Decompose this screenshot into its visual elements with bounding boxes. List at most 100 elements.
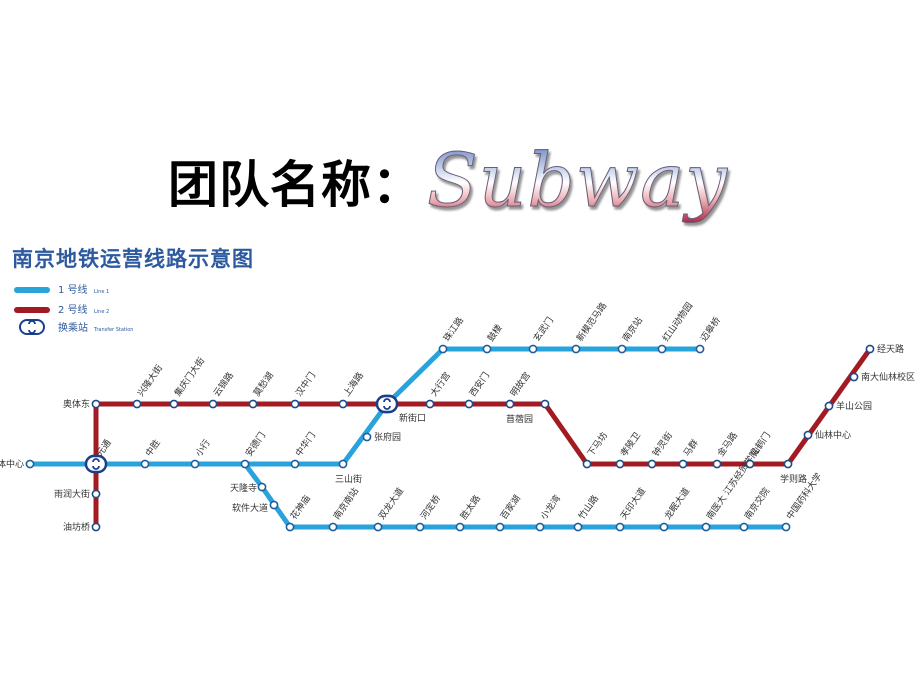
station-dot xyxy=(571,344,581,354)
station-label: 羊山公园 xyxy=(836,400,872,412)
station-label: 小行 xyxy=(193,437,213,459)
station-dot xyxy=(328,522,338,532)
station-dot xyxy=(849,372,859,382)
station-dot xyxy=(712,459,722,469)
station-dot xyxy=(25,459,35,469)
station-label: 红山动物园 xyxy=(660,300,696,344)
station-label: 龙眠大道 xyxy=(662,485,692,521)
station-label: 天印大道 xyxy=(618,485,648,521)
station-label: 新街口 xyxy=(399,412,426,424)
team-title: 团队名称： Subway xyxy=(168,136,728,226)
station-label: 苜蓿园 xyxy=(506,413,533,425)
station-label: 钟灵街 xyxy=(650,430,675,459)
station-label: 张府园 xyxy=(374,431,401,443)
legend-line2-label: 2 号线 xyxy=(58,303,88,316)
station-dot xyxy=(415,522,425,532)
station-label: 安德门 xyxy=(243,430,268,459)
station-dot xyxy=(338,459,348,469)
station-dot xyxy=(257,482,267,492)
station-dot xyxy=(615,522,625,532)
station-dot xyxy=(362,432,372,442)
station-dot xyxy=(495,522,505,532)
station-label: 双龙大道 xyxy=(376,485,406,521)
station-dot xyxy=(573,522,583,532)
station-dot xyxy=(455,522,465,532)
station-dot xyxy=(285,522,295,532)
station-label: 珠江路 xyxy=(441,315,466,344)
station-label: 三山街 xyxy=(335,473,362,485)
station-dot xyxy=(783,459,793,469)
station-dot xyxy=(91,522,101,532)
station-dot xyxy=(540,399,550,409)
station-dot xyxy=(438,344,448,354)
legend-transfer-en: Transfer Station xyxy=(93,327,133,333)
station-label: 仙鹤门 xyxy=(748,430,773,459)
station-dot xyxy=(373,522,383,532)
station-dot xyxy=(739,522,749,532)
station-dot xyxy=(482,344,492,354)
station-label: 经天路 xyxy=(877,343,904,355)
station-label: 新模范马路 xyxy=(574,300,610,344)
station-label: 软件大道 xyxy=(232,502,268,514)
station-label: 大行宫 xyxy=(428,370,453,399)
station-dot xyxy=(140,459,150,469)
station-label: 竹山路 xyxy=(576,493,601,522)
station-dot xyxy=(528,344,538,354)
station-label: 明故宫 xyxy=(508,370,533,399)
station-dot xyxy=(269,500,279,510)
station-label: 百家湖 xyxy=(498,493,523,522)
station-dot xyxy=(290,459,300,469)
station-dot xyxy=(505,399,515,409)
station-dot xyxy=(695,344,705,354)
station-dot xyxy=(615,459,625,469)
station-dot xyxy=(824,401,834,411)
station-dot xyxy=(678,459,688,469)
legend-line1-en: Line 1 xyxy=(94,289,109,295)
station-label: 集庆门大街 xyxy=(172,355,208,399)
transfer-station-icon xyxy=(375,394,399,414)
legend-transfer-icon xyxy=(19,319,45,335)
legend-line1-swatch xyxy=(14,287,50,293)
station-label: 中胜 xyxy=(143,437,163,459)
station-dot xyxy=(248,399,258,409)
transfer-station-icon xyxy=(84,454,108,474)
map-title: 南京地铁运营线路示意图 xyxy=(12,247,254,271)
station-label: 河定桥 xyxy=(418,493,443,522)
station-dot xyxy=(464,399,474,409)
station-dot xyxy=(535,522,545,532)
station-dot xyxy=(91,489,101,499)
station-label: 金马路 xyxy=(715,430,740,459)
station-dot xyxy=(745,459,755,469)
station-dot xyxy=(659,522,669,532)
station-label: 兴隆大街 xyxy=(135,362,165,398)
station-dot xyxy=(132,399,142,409)
map-legend: 1 号线 Line 1 2 号线 Line 2 换乘站 Transfer Sta… xyxy=(14,283,133,335)
station-dot xyxy=(425,399,435,409)
station-label: 上海路 xyxy=(341,370,366,399)
station-label: 下马坊 xyxy=(585,430,610,459)
station-dot xyxy=(647,459,657,469)
station-label: 南京站 xyxy=(620,315,645,344)
station-dot xyxy=(865,344,875,354)
legend-line1-label: 1 号线 xyxy=(58,283,88,296)
station-dot xyxy=(657,344,667,354)
station-label: 迈皋桥 xyxy=(698,315,723,344)
station-label: 雨润大街 xyxy=(54,488,90,500)
station-label: 汉中门 xyxy=(293,370,318,399)
station-label: 奥体东 xyxy=(63,398,90,410)
station-label: 西安门 xyxy=(467,370,492,399)
team-label: 团队名称： xyxy=(168,155,423,214)
station-label: 鼓楼 xyxy=(485,322,505,344)
station-dot xyxy=(190,459,200,469)
legend-transfer-label: 换乘站 xyxy=(58,321,88,334)
legend-line2-swatch xyxy=(14,307,50,313)
station-label: 奥体中心 xyxy=(0,458,24,470)
station-label: 花神庙 xyxy=(288,493,313,522)
station-dot xyxy=(617,344,627,354)
station-dot xyxy=(701,522,711,532)
legend-line2-en: Line 2 xyxy=(94,309,109,315)
station-label: 南京南站 xyxy=(331,485,361,521)
station-label: 云锦路 xyxy=(211,370,236,399)
station-label: 玄武门 xyxy=(531,315,556,344)
